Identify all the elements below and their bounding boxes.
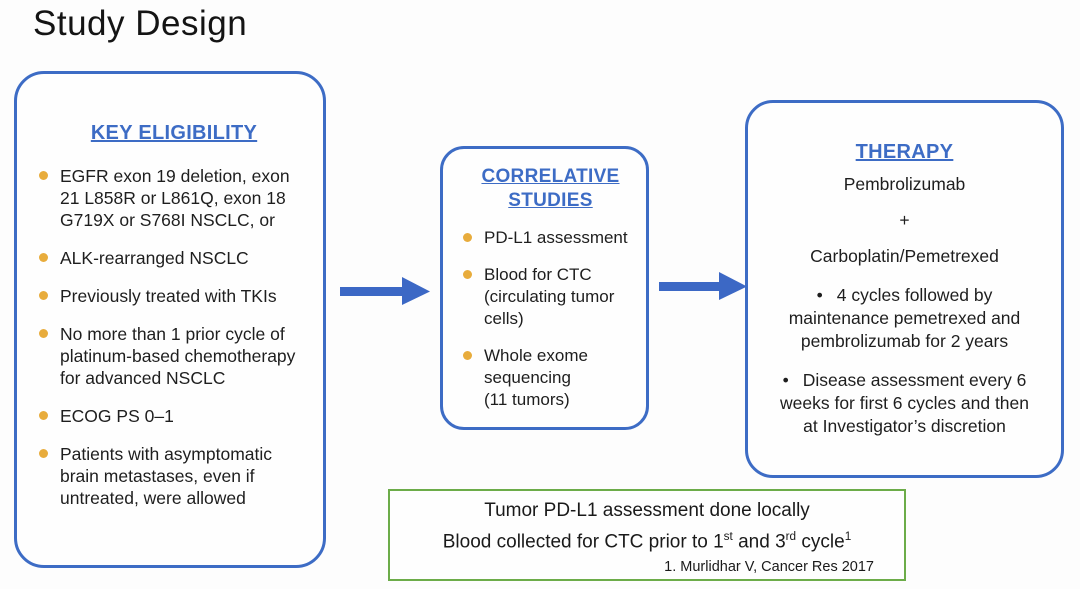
list-item-text: ECOG PS 0–1 (60, 406, 174, 426)
therapy-bullet-text: 4 cycles followed by maintenance pemetre… (788, 285, 1021, 351)
eligibility-heading: KEY ELIGIBILITY (90, 122, 258, 144)
bullet-icon: • (782, 370, 789, 390)
bullet-icon (463, 270, 472, 279)
bullet-icon (39, 411, 48, 420)
list-item: Patients with asymptomatic brain metasta… (39, 443, 309, 509)
bullet-icon (463, 233, 472, 242)
list-item-text: Blood for CTC (circulating tumor cells) (484, 265, 615, 328)
list-item: ECOG PS 0–1 (39, 405, 309, 427)
list-item: Previously treated with TKIs (39, 285, 309, 307)
eligibility-box: KEY ELIGIBILITY EGFR exon 19 deletion, e… (14, 71, 326, 568)
ordinal-superscript: rd (785, 530, 797, 543)
therapy-plus-sign: + (899, 210, 910, 230)
correlative-list: PD-L1 assessment Blood for CTC (circulat… (463, 227, 638, 411)
list-item-text: Patients with asymptomatic brain metasta… (60, 444, 273, 508)
right-arrow-icon (340, 277, 430, 305)
right-arrow-icon (659, 272, 747, 300)
list-item: No more than 1 prior cycle of platinum-b… (39, 323, 309, 389)
eligibility-list: EGFR exon 19 deletion, exon 21 L858R or … (39, 165, 309, 509)
list-item: Whole exome sequencing (11 tumors) (463, 345, 638, 411)
flow-arrow-right (659, 271, 747, 301)
note-line-2-mid: and 3 (732, 531, 786, 553)
bullet-icon: • (816, 285, 823, 305)
page-title: Study Design (33, 4, 248, 43)
list-item: ALK-rearranged NSCLC (39, 247, 309, 269)
note-line-2: Blood collected for CTC prior to 1st and… (390, 524, 904, 555)
bullet-icon (39, 329, 48, 338)
bullet-icon (39, 171, 48, 180)
bullet-icon (39, 449, 48, 458)
correlative-studies-box: CORRELATIVE STUDIES PD-L1 assessment Blo… (440, 146, 649, 430)
note-box: Tumor PD-L1 assessment done locally Bloo… (388, 489, 906, 581)
list-item-text: EGFR exon 19 deletion, exon 21 L858R or … (60, 166, 290, 230)
reference-superscript: 1 (844, 530, 852, 543)
bullet-icon (463, 351, 472, 360)
note-line-2-suffix: cycle (796, 531, 845, 553)
list-item-text: PD-L1 assessment (484, 228, 628, 247)
note-line-1: Tumor PD-L1 assessment done locally (484, 500, 810, 521)
flow-arrow-left (340, 276, 430, 306)
bullet-icon (39, 253, 48, 262)
therapy-bullet-item: •Disease assessment every 6 weeks for fi… (758, 369, 1051, 438)
therapy-drug-2: Carboplatin/Pemetrexed (810, 246, 999, 266)
list-item-text: ALK-rearranged NSCLC (60, 248, 249, 268)
list-item: PD-L1 assessment (463, 227, 638, 249)
list-item-text: Previously treated with TKIs (60, 286, 277, 306)
therapy-drug-1: Pembrolizumab (843, 174, 966, 194)
therapy-heading: THERAPY (855, 141, 954, 163)
note-line-2-prefix: Blood collected for CTC prior to 1 (442, 531, 724, 553)
therapy-bullet-item: •4 cycles followed by maintenance pemetr… (758, 284, 1051, 353)
list-item: EGFR exon 19 deletion, exon 21 L858R or … (39, 165, 309, 231)
therapy-box: THERAPY Pembrolizumab + Carboplatin/Peme… (745, 100, 1064, 478)
therapy-bullet-text: Disease assessment every 6 weeks for fir… (780, 370, 1029, 436)
citation-footnote: 1. Murlidhar V, Cancer Res 2017 (664, 559, 874, 576)
list-item-text: No more than 1 prior cycle of platinum-b… (60, 324, 296, 388)
ordinal-superscript: st (723, 530, 733, 543)
bullet-icon (39, 291, 48, 300)
list-item: Blood for CTC (circulating tumor cells) (463, 264, 638, 330)
list-item-text: Whole exome sequencing (11 tumors) (484, 346, 588, 409)
correlative-heading: CORRELATIVE STUDIES (481, 166, 620, 211)
